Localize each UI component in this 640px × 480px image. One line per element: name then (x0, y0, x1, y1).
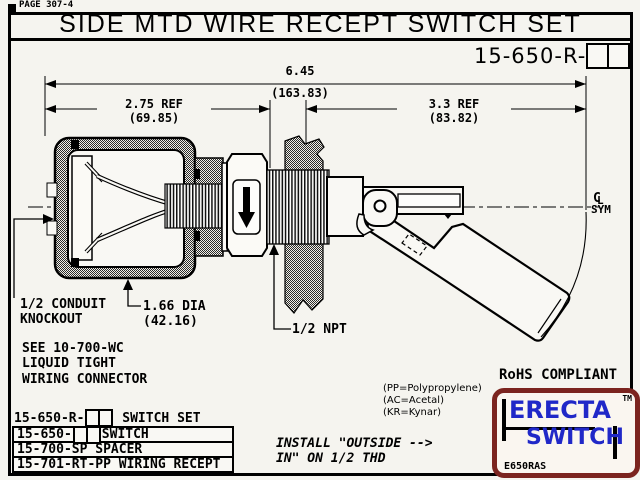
logo-brand-bottom: SWITCH (526, 425, 624, 450)
row-code: 15-650- (17, 427, 72, 442)
centerline-c: C (593, 191, 601, 206)
paddle-edge-line (537, 298, 562, 334)
centerline-sym-label: SYM (591, 203, 611, 216)
dim-right-value: 3.3 REF (397, 98, 511, 111)
suffix-cell (588, 45, 607, 67)
o-ring (194, 231, 200, 241)
row-suffix-boxes (72, 425, 101, 444)
suffix-cell (607, 45, 628, 67)
arm-bar-tab (444, 214, 452, 219)
suffix-cell (87, 411, 98, 425)
title-separator (8, 38, 633, 41)
part-number-prefix: 15-650-R- (474, 44, 587, 68)
parts-table-grid: 15-650- SWITCH 15-700-SP SPACER 15-701-R… (12, 425, 234, 473)
thread-section-npt (266, 169, 330, 245)
rohs-compliant-label: RoHS COMPLIANT (499, 367, 618, 383)
dim-overall-metric: (163.83) (243, 87, 357, 100)
knockout-tab (46, 220, 58, 236)
page-title: SIDE MTD WIRE RECEPT SWITCH SET (59, 10, 582, 38)
trademark-symbol: TM (622, 394, 632, 403)
table-row: 15-701-RT-PP WIRING RECEPT (14, 456, 232, 472)
dimension-arrowheads (45, 80, 586, 113)
table-row: 15-650- SWITCH (14, 425, 232, 444)
erecta-switch-logo: ERECTA SWITCH TM E650RAS (492, 388, 640, 478)
paddle-slot-hidden-line (401, 233, 428, 256)
header-suffix-boxes (85, 409, 114, 427)
suffix-cell (75, 428, 86, 442)
part-number-suffix-boxes (586, 43, 631, 69)
arm-bar-inset (397, 193, 461, 208)
centerline-l: L (597, 194, 604, 207)
dim-left-metric: (69.85) (102, 112, 206, 125)
conduit-knockout-label: 1/2 CONDUIT KNOCKOUT (20, 297, 107, 328)
row-code: 15-700-SP (17, 442, 88, 457)
logo-model-number: E650RAS (504, 461, 547, 472)
leader-arrowheads (43, 214, 279, 290)
logo-bracket-left (502, 399, 506, 441)
install-note: INSTALL "OUTSIDE --> IN" ON 1/2 THD (276, 436, 433, 467)
parts-table-header: 15-650-R- SWITCH SET (12, 409, 234, 427)
swing-arc (540, 211, 587, 338)
parts-table: 15-650-R- SWITCH SET 15-650- SWITCH 15-7… (12, 409, 234, 473)
logo-bracket-horizontal (502, 427, 595, 430)
row-code: 15-701-RT-PP (17, 457, 111, 472)
row-desc: WIRING RECEPT (110, 457, 221, 472)
thread-section-inner (164, 183, 223, 229)
pivot-pin (373, 199, 387, 213)
page-number-label: PAGE 307-4 (16, 0, 77, 10)
header-desc: SWITCH SET (114, 410, 201, 426)
npt-label: 1/2 NPT (292, 322, 347, 337)
corner-mark (8, 4, 16, 12)
wiring-connector-note: SEE 10-700-WC LIQUID TIGHT WIRING CONNEC… (22, 341, 148, 387)
diameter-label: 1.66 DIA (42.16) (143, 299, 206, 330)
logo-bracket-right (613, 426, 617, 459)
o-ring (194, 169, 200, 179)
box-screw (71, 258, 79, 267)
page-border (8, 12, 633, 476)
row-desc: SWITCH (101, 427, 149, 442)
suffix-cell (85, 427, 99, 442)
leader-lines (13, 218, 291, 330)
materials-note: (PP=Polypropylene) (AC=Acetal) (KR=Kynar… (383, 383, 482, 418)
dim-overall-value: 6.45 (253, 65, 347, 78)
box-screw (71, 140, 79, 149)
float-paddle (364, 199, 571, 342)
knockout-tab (46, 182, 58, 198)
part-number: 15-650-R- (474, 43, 631, 69)
header-code: 15-650-R- (14, 410, 85, 426)
suffix-cell (98, 411, 111, 425)
logo-brand-top: ERECTA (509, 396, 611, 424)
row-desc: SPACER (87, 442, 143, 457)
hinge-knuckle (356, 213, 375, 236)
flow-direction-arrow-icon (238, 187, 255, 228)
dim-left-value: 2.75 REF (97, 98, 211, 111)
extension-lines (44, 76, 587, 210)
dim-right-metric: (83.82) (402, 112, 506, 125)
knockout-plate (71, 155, 93, 261)
table-row: 15-700-SP SPACER (14, 441, 232, 457)
